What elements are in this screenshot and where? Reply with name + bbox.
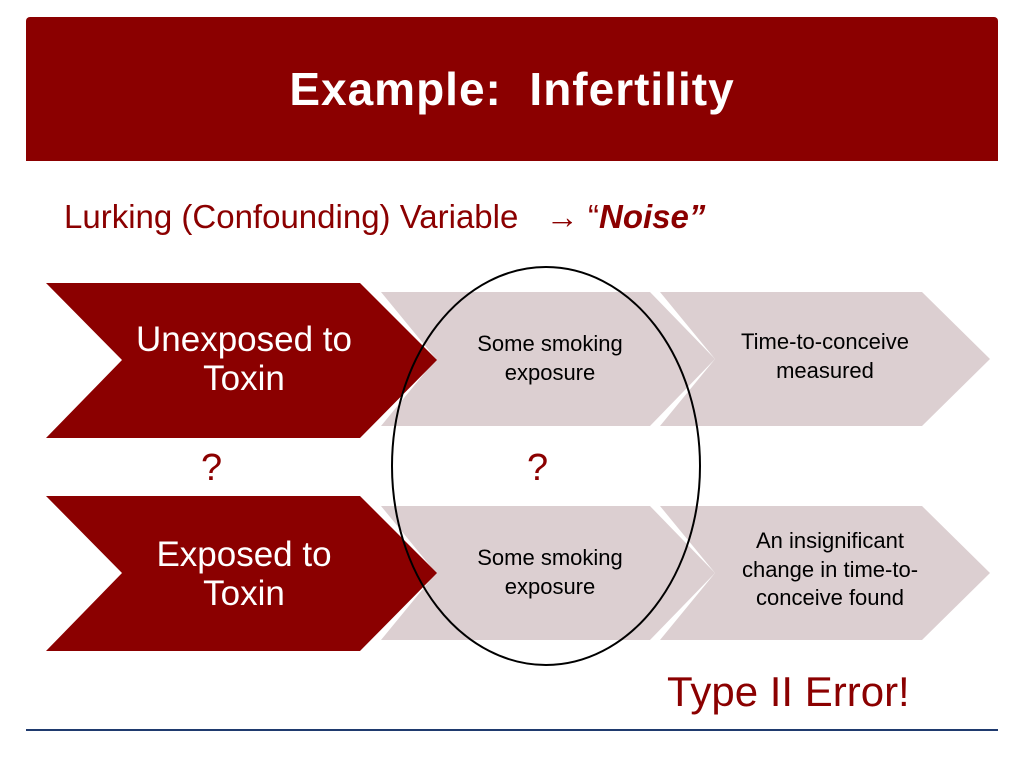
row2-group-label: Exposed to Toxin [156,534,332,613]
row1-question-mark: ? [201,447,223,489]
bottom-divider [26,729,998,731]
row1-group-chevron [46,283,437,438]
row1-outcome-label: Time-to-conceive measured [741,329,909,383]
row2-group-chevron [46,496,437,651]
row1-group-label: Unexposed to Toxin [136,319,352,398]
row1-outcome-chevron [660,292,990,426]
row1-confounder-chevron [381,292,715,426]
row2-outcome-chevron [660,506,990,640]
slide-title: Example: Infertility [289,63,735,115]
confounder-question-mark: ? [527,447,549,489]
subtitle: Lurking (Confounding) Variable → “Noise” [64,198,705,236]
confounder-ellipse [391,266,701,666]
subtitle-noise: Noise” [599,198,706,235]
row1-confounder-label: Some smoking exposure [477,331,623,385]
row2-confounder-label: Some smoking exposure [477,545,623,599]
type-ii-error-label: Type II Error! [667,668,910,715]
title-bar: Example: Infertility [26,17,998,161]
row2-outcome-label: An insignificant change in time-to-conce… [741,528,919,611]
row2-confounder-chevron [381,506,715,640]
subtitle-text: Lurking (Confounding) Variable → “ [64,198,599,235]
